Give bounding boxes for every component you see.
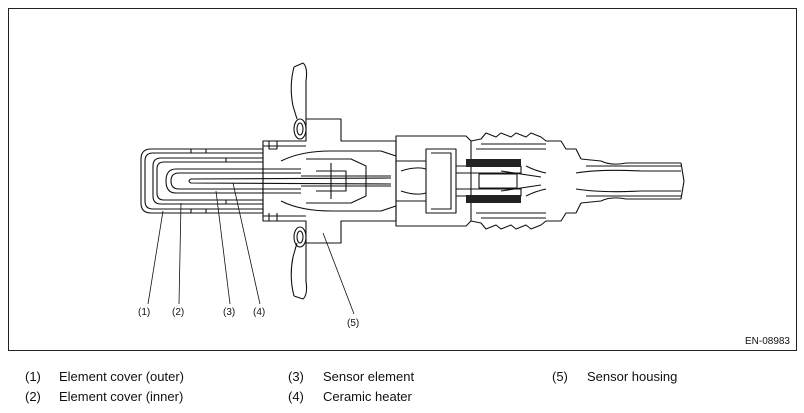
figure-code: EN-08983 <box>744 336 790 347</box>
sensor-cable <box>580 158 681 204</box>
callout-5: (5) <box>347 318 359 329</box>
leader-line-1 <box>147 210 164 305</box>
legend-text: Element cover (outer) <box>59 369 184 384</box>
outer-element-cover <box>140 148 263 214</box>
callout-2: (2) <box>172 307 184 318</box>
legend-number: (1) <box>25 369 41 384</box>
callout-1: (1) <box>138 307 150 318</box>
callout-3: (3) <box>223 307 235 318</box>
leader-line-4 <box>232 182 261 305</box>
protective-boot-upper <box>470 132 582 160</box>
mounting-flange-upper <box>290 62 308 120</box>
legend-text: Sensor housing <box>587 369 678 384</box>
legend-number: (3) <box>288 369 304 384</box>
legend-text: Ceramic heater <box>323 389 412 404</box>
legend-number: (4) <box>288 389 304 404</box>
leader-line-5 <box>322 232 355 315</box>
legend-number: (2) <box>25 389 41 404</box>
legend-text: Sensor element <box>323 369 415 384</box>
mounting-flange-lower <box>290 242 308 300</box>
leader-line-3 <box>215 190 231 305</box>
oxygen-sensor-cross-section: (1) (2) (3) (4) (5) <box>138 62 685 329</box>
ceramic-heater <box>188 177 392 185</box>
sensor-element <box>165 168 301 194</box>
legend-number: (5) <box>552 369 568 384</box>
callout-4: (4) <box>253 307 265 318</box>
legend-text: Element cover (inner) <box>59 389 184 404</box>
inner-element-cover <box>152 157 263 205</box>
diagram-frame: (1) (2) (3) (4) (5) EN-08983 <box>8 8 797 351</box>
protective-boot-lower <box>470 202 582 230</box>
leader-line-2 <box>178 202 182 305</box>
